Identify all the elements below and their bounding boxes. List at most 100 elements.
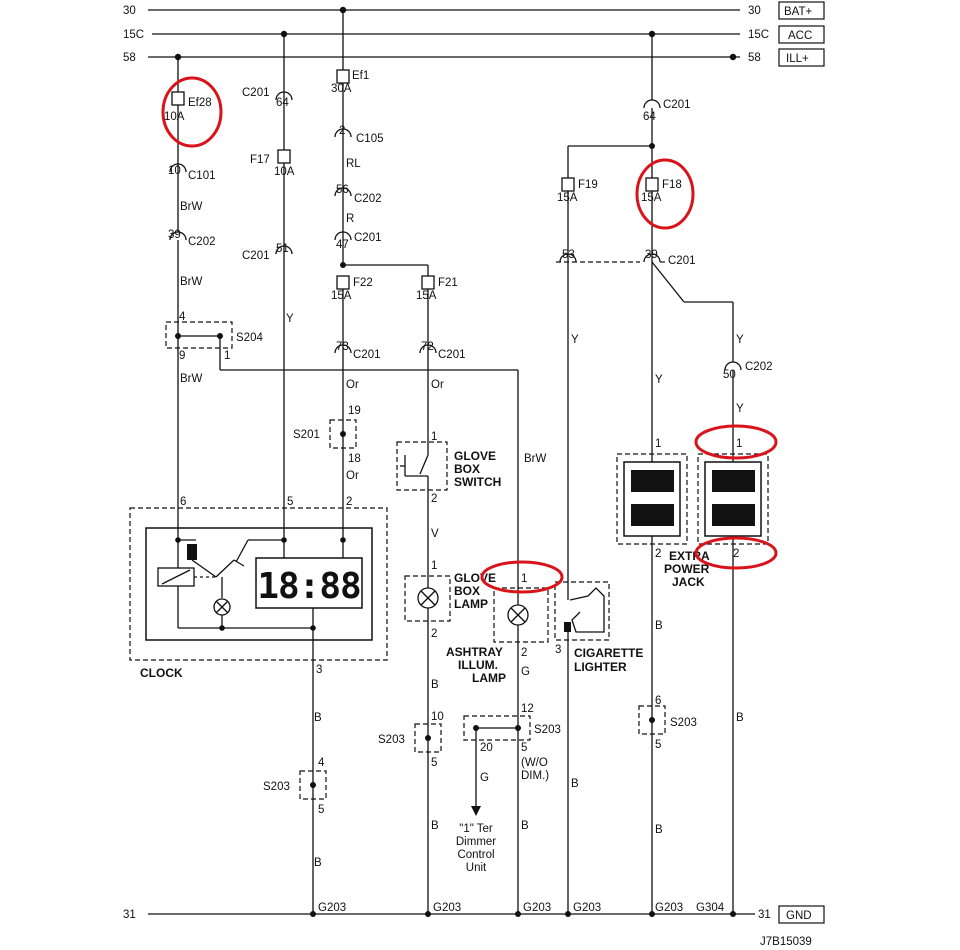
wire-g-1: G	[521, 666, 530, 678]
pin-c201-51: 51	[276, 243, 289, 255]
power-jack-circuit: C201 64 F18 15A 39 C201 Y 50 C202 Y Y 1 …	[616, 34, 773, 917]
clock-label: CLOCK	[140, 666, 183, 680]
connector-c201-label-e: C201	[438, 349, 466, 361]
ashtray-label-3: LAMP	[472, 671, 506, 685]
wire-b-2: B	[314, 857, 322, 869]
bus-31-left-label: 31	[123, 909, 136, 921]
pin-c105-2: 2	[339, 125, 345, 137]
pin-s203-12: 12	[521, 703, 534, 715]
wire-v: V	[431, 528, 439, 540]
clock-pin-2: 2	[346, 496, 352, 508]
lighter-pin-3: 3	[555, 644, 561, 656]
wire-b-1: B	[314, 712, 322, 724]
clock-pin-5: 5	[287, 496, 293, 508]
wire-brw-2: BrW	[180, 276, 203, 288]
wire-g-2: G	[480, 772, 489, 784]
wire-y-1: Y	[286, 313, 294, 325]
pin-c202-50: 50	[723, 369, 736, 381]
ground-g304: G304	[696, 902, 725, 914]
dimmer-label-1: "1" Ter	[459, 823, 493, 835]
wo-dim-label-2: DIM.)	[521, 770, 549, 782]
highlight-jack-pin2	[694, 536, 778, 570]
pin-s204-4: 4	[179, 311, 186, 323]
ground-g203-1: G203	[318, 902, 346, 914]
dimmer-label-3: Control	[457, 849, 494, 861]
connector-c101-label: C101	[188, 170, 216, 182]
wire-y-3: Y	[655, 374, 663, 386]
pin-c201-72: 72	[421, 341, 434, 353]
highlight-jack-pin1	[694, 424, 778, 460]
dimmer-label-4: Unit	[466, 862, 487, 874]
splice-s203-label-d: S203	[670, 717, 697, 729]
connector-c201-label-f: C201	[663, 99, 691, 111]
pin-s204-9: 9	[179, 350, 185, 362]
wire-b-3: B	[431, 679, 439, 691]
glove-lamp-label-1: GLOVE	[454, 571, 496, 585]
ground-g203-5: G203	[655, 902, 683, 914]
pin-s203-5b: 5	[431, 757, 437, 769]
pin-c101-10: 10	[168, 165, 181, 177]
fuse-f18-name: F18	[662, 179, 682, 191]
pin-s204-1: 1	[224, 350, 230, 362]
wire-y-5: Y	[736, 403, 744, 415]
fuse-f22-name: F22	[353, 277, 373, 289]
pin-s203-5c: 5	[655, 739, 661, 751]
wire-brw-4: BrW	[524, 453, 547, 465]
wire-r: R	[346, 213, 354, 225]
clock-pin-6: 6	[180, 496, 186, 508]
splice-s203-label-c: S203	[534, 724, 561, 736]
cigarette-lighter-circuit: F19 15A 53 Y 3 CIGARETTE LIGHTER B G203	[554, 145, 652, 917]
splice-s201-label: S201	[293, 429, 320, 441]
pin-s203-5a: 5	[318, 804, 324, 816]
connector-c105-label: C105	[356, 133, 384, 145]
pin-c201-53: 53	[562, 249, 575, 261]
highlight-f18	[635, 158, 695, 230]
bat-plus-tag: BAT+	[784, 6, 813, 18]
bus-58-right-label: 58	[748, 52, 761, 64]
power-jack-label-2: POWER	[664, 562, 710, 576]
lighter-label-2: LIGHTER	[574, 660, 627, 674]
highlight-annotations	[161, 76, 778, 594]
highlight-ashtray-pin1	[480, 560, 564, 594]
wo-dim-label-1: (W/O	[521, 757, 548, 769]
connector-c201-label-c: C201	[354, 232, 382, 244]
pin-s203-10: 10	[431, 711, 444, 723]
pin-c201-39: 39	[645, 249, 658, 261]
pin-c201-73: 73	[336, 341, 349, 353]
jack1-pin-2: 2	[655, 548, 661, 560]
bus-15c-left-label: 15C	[123, 29, 144, 41]
glove-switch-label-1: GLOVE	[454, 449, 496, 463]
wire-b-9: B	[736, 712, 744, 724]
glove-lamp-label-3: LAMP	[454, 597, 488, 611]
pin-c201-47: 47	[336, 239, 349, 251]
pin-s203-20: 20	[480, 742, 493, 754]
column-clock-illumination: Ef28 10A 10 C101 BrW 39 C202 BrW 4 9 1 S…	[164, 57, 547, 578]
wire-b-5: B	[521, 820, 529, 832]
wire-y-2: Y	[571, 334, 579, 346]
dimmer-label-2: Dimmer	[456, 836, 496, 848]
fuse-f19-name: F19	[578, 179, 598, 191]
wire-rl: RL	[346, 158, 361, 170]
pin-c201-64b: 64	[643, 111, 656, 123]
connector-c202-label-b: C202	[354, 193, 382, 205]
ground-g203-4: G203	[573, 902, 601, 914]
glove-lamp-pin-1: 1	[431, 560, 437, 572]
glove-lamp-label-2: BOX	[454, 584, 480, 598]
ashtray-pin-2: 2	[521, 647, 527, 659]
pin-s201-19: 19	[348, 405, 361, 417]
connector-c201-label-a: C201	[242, 87, 270, 99]
bus-30-left-label: 30	[123, 5, 136, 17]
connector-c201-label-g: C201	[668, 255, 696, 267]
bus-58-left-label: 58	[123, 52, 136, 64]
clock-component: 6 5 2 18:88 CLOCK	[129, 496, 388, 680]
splice-s203-label-a: S203	[263, 781, 290, 793]
connector-c202-label-a: C202	[188, 236, 216, 248]
fuse-f21-name: F21	[438, 277, 458, 289]
clock-ground-line: 3 B 4 5 S203 B G203	[263, 660, 346, 917]
pin-c202-56: 56	[336, 184, 349, 196]
wire-y-4: Y	[736, 334, 744, 346]
wire-b-4: B	[431, 820, 439, 832]
glove-switch-label-3: SWITCH	[454, 475, 501, 489]
clock-display-digits: 18:88	[257, 566, 360, 607]
wire-b-8: B	[655, 824, 663, 836]
